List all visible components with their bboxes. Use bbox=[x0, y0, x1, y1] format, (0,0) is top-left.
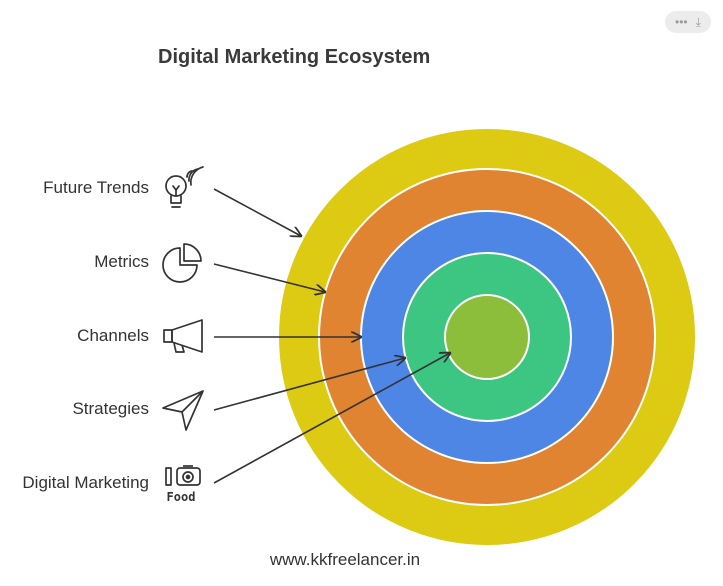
pie-chart-icon bbox=[162, 243, 202, 283]
label-metrics: Metrics bbox=[94, 252, 149, 271]
arrow-strategies bbox=[213, 358, 405, 411]
label-digital-marketing: Digital Marketing bbox=[22, 473, 149, 492]
paper-plane-icon bbox=[162, 390, 204, 431]
download-icon[interactable]: ⤓ bbox=[695, 15, 701, 29]
label-future-trends: Future Trends bbox=[43, 178, 149, 197]
arrow-metrics bbox=[213, 263, 325, 292]
food-icon-text: Food bbox=[167, 490, 196, 504]
label-channels: Channels bbox=[77, 326, 149, 345]
more-icon[interactable]: ••• bbox=[675, 15, 688, 29]
arrow-future-trends bbox=[213, 188, 301, 236]
megaphone-icon bbox=[163, 319, 203, 353]
lightbulb-icon bbox=[165, 166, 204, 208]
food-camera-icon bbox=[165, 465, 201, 486]
arrow-digital-marketing bbox=[213, 353, 450, 484]
footer-url: www.kkfreelancer.in bbox=[269, 550, 421, 569]
ring-digital-marketing bbox=[444, 294, 530, 380]
label-strategies: Strategies bbox=[72, 399, 149, 418]
diagram-title: Digital Marketing Ecosystem bbox=[158, 46, 431, 68]
toolbar[interactable]: ••• ⤓ bbox=[665, 11, 711, 33]
